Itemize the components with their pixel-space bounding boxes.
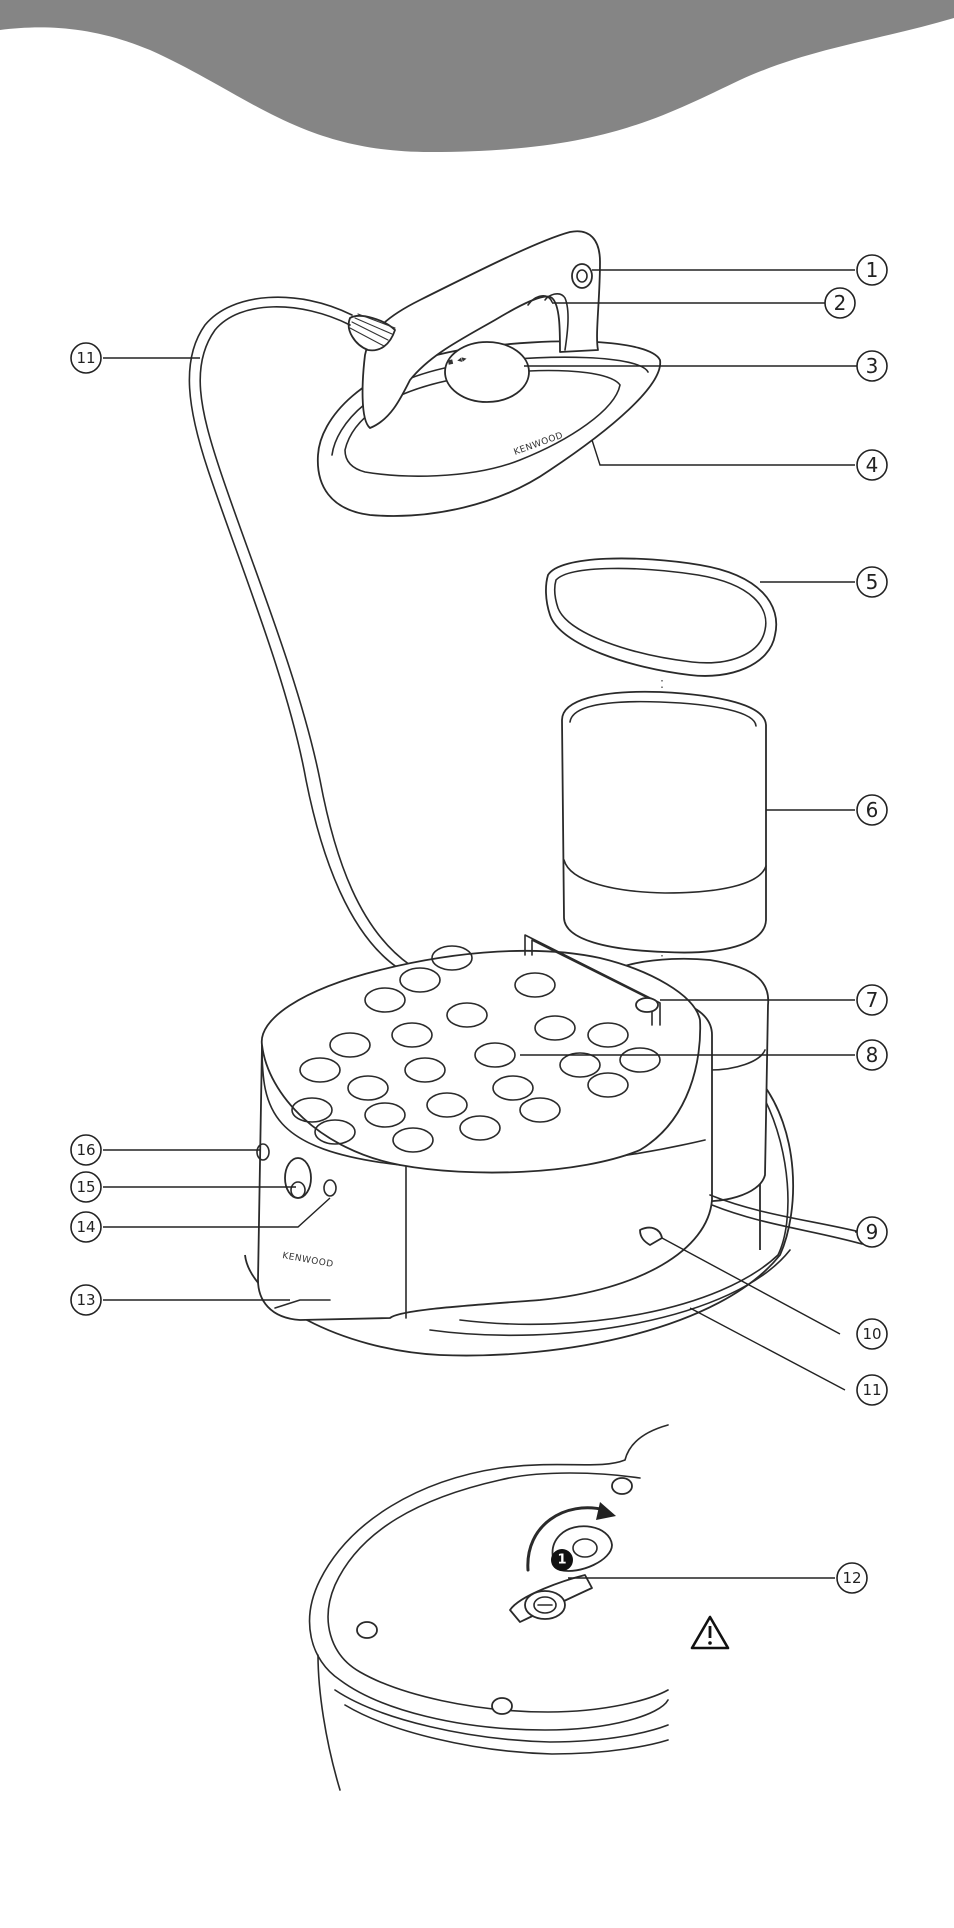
water-tank-lid xyxy=(545,557,778,677)
base-underside-detail: 1 xyxy=(308,1424,730,1791)
step-badge xyxy=(551,1549,573,1571)
steam-iron: ▪ ◂▸ KENWOOD xyxy=(316,230,661,517)
callout-leaders xyxy=(103,269,860,1579)
header-band xyxy=(0,0,954,152)
steam-hose xyxy=(199,306,411,966)
base-station: KENWOOD xyxy=(244,934,863,1357)
step-badge-number: 1 xyxy=(557,1553,566,1568)
rotate-arrow-icon xyxy=(526,1506,607,1572)
warning-triangle-icon xyxy=(690,1615,730,1650)
svg-text:▪ ◂▸: ▪ ◂▸ xyxy=(447,354,469,368)
water-tank xyxy=(561,690,767,954)
rest-pads xyxy=(291,945,661,1153)
rotate-arrowhead-icon xyxy=(596,1502,616,1520)
